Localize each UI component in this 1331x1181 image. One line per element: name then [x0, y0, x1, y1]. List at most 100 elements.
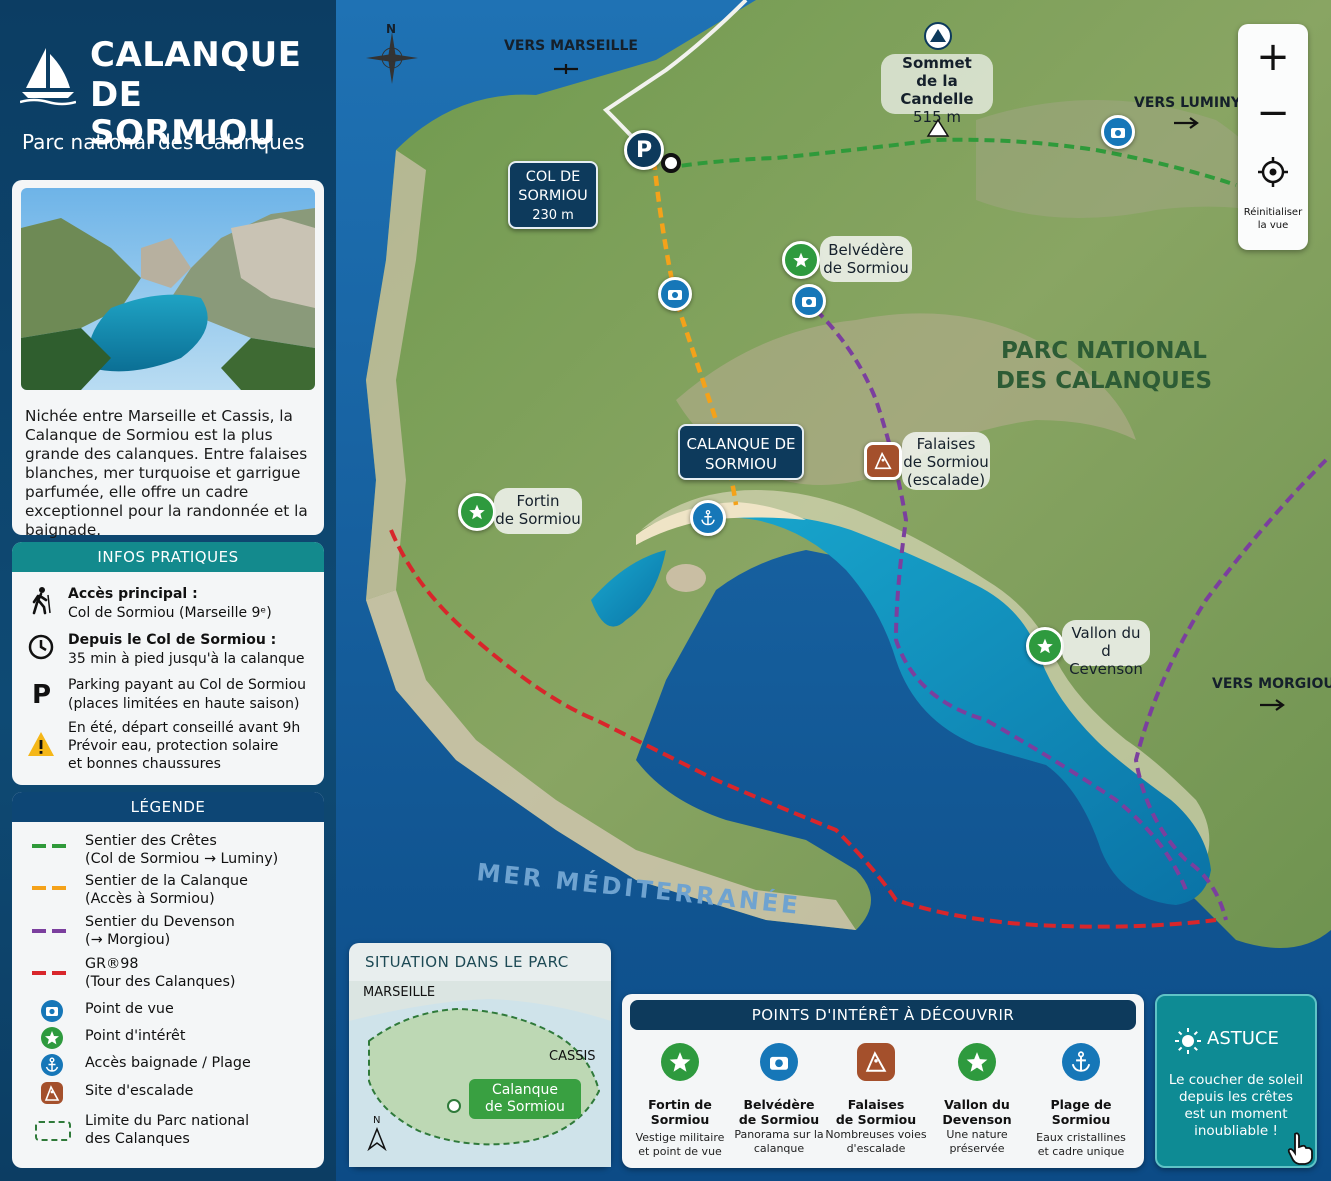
- col-name-2: SORMIOU: [518, 188, 588, 204]
- map-controls: + − Réinitialiser la vue: [1238, 24, 1308, 250]
- col-altitude: 230 m: [532, 208, 574, 223]
- green-dash-icon: [32, 844, 70, 848]
- poi-card-plage[interactable]: Plage de Sormiou Eaux cristallines et ca…: [1027, 1043, 1135, 1159]
- sun-icon: [1175, 1028, 1201, 1054]
- info-warning-line1: En été, départ conseillé avant 9h: [68, 720, 301, 736]
- info-warning-line2: Prévoir eau, protection solaire: [68, 738, 279, 754]
- park-boundary-icon: [35, 1121, 71, 1141]
- camera-icon: [802, 297, 816, 307]
- tip-line-4: inoubliable !: [1194, 1123, 1278, 1139]
- star-icon: [661, 1043, 699, 1081]
- falaises-line3: (escalade): [906, 471, 986, 489]
- legend-item-cretes: Sentier des Crêtes (Col de Sormiou → Lum…: [26, 832, 316, 868]
- legend-card: [12, 792, 324, 1168]
- viewpoint-marker-1[interactable]: [658, 277, 692, 311]
- col-name-1: COL DE: [525, 169, 581, 185]
- fortin-line1: Fortin: [516, 492, 560, 510]
- poi-card-belvedere[interactable]: Belvédère de Sormiou Panorama sur la cal…: [725, 1043, 833, 1156]
- info-row-access: Accès principal : Col de Sormiou (Marsei…: [26, 585, 316, 625]
- info-access-value: Col de Sormiou (Marseille 9ᵉ): [68, 605, 272, 621]
- poi-panel: POINTS D'INTÉRÊT À DÉCOUVRIR: [622, 994, 1144, 1168]
- inset-cassis: CASSIS: [549, 1049, 596, 1064]
- viewpoint-marker-belvedere[interactable]: [792, 284, 826, 318]
- map-canvas[interactable]: MER MÉDITERRANÉE PARC NATIONAL DES CALAN…: [336, 0, 1331, 1181]
- legend-label: Sentier du Devenson: [85, 914, 235, 930]
- inset-north-label: N: [373, 1115, 381, 1126]
- start-point-marker[interactable]: [661, 153, 681, 173]
- poi-marker-vallon[interactable]: [1026, 627, 1064, 665]
- intro-text: Nichée entre Marseille et Cassis, la Cal…: [25, 407, 308, 539]
- belvedere-label: Belvédère de Sormiou: [820, 236, 912, 282]
- legend-label: GR®98: [85, 956, 139, 972]
- belvedere-line2: de Sormiou: [823, 259, 909, 277]
- direction-marseille: VERS MARSEILLE: [504, 38, 638, 54]
- legend-item-devenson: Sentier du Devenson (→ Morgiou): [26, 913, 316, 949]
- poi-name: Falaises: [847, 1097, 905, 1112]
- reset-view-button[interactable]: Réinitialiser la vue: [1238, 206, 1308, 232]
- legend-label: Point d'intérêt: [85, 1028, 186, 1044]
- beach-marker[interactable]: [690, 500, 726, 536]
- inset-here-1: Calanque: [491, 1082, 559, 1098]
- park-label-line1: PARC NATIONAL: [1001, 338, 1207, 364]
- climbing-icon: [857, 1043, 895, 1081]
- zoom-in-button[interactable]: +: [1256, 34, 1290, 80]
- calanque-photo: [21, 188, 315, 390]
- tip-panel: ASTUCE Le coucher de soleil depuis les c…: [1155, 994, 1317, 1168]
- camera-icon: [668, 290, 682, 300]
- falaises-label: Falaises de Sormiou (escalade): [902, 432, 990, 490]
- camera-icon: [760, 1043, 798, 1081]
- star-icon: [958, 1043, 996, 1081]
- clock-icon: [28, 634, 54, 660]
- legend-sublabel: (Col de Sormiou → Luminy): [85, 851, 279, 867]
- parking-icon: P: [32, 680, 52, 710]
- poi-marker-belvedere[interactable]: [782, 241, 820, 279]
- infos-heading: INFOS PRATIQUES: [12, 542, 324, 572]
- poi-card-falaises[interactable]: Falaises de Sormiou Nombreuses voies d'e…: [822, 1043, 930, 1156]
- poi-name: Belvédère: [743, 1097, 815, 1112]
- poi-desc-1: Nombreuses voies: [825, 1128, 927, 1141]
- belvedere-line1: Belvédère: [828, 241, 904, 259]
- triangle-marker-icon: [926, 118, 950, 137]
- tip-heading: ASTUCE: [1207, 1028, 1279, 1049]
- legend-sublabel: (Accès à Sormiou): [85, 891, 215, 907]
- fortin-label: Fortin de Sormiou: [494, 488, 582, 534]
- poi-marker-fortin[interactable]: [458, 493, 496, 531]
- info-row-duration: Depuis le Col de Sormiou : 35 min à pied…: [26, 631, 316, 671]
- parking-marker[interactable]: P: [624, 130, 664, 170]
- climbing-marker[interactable]: [864, 442, 902, 480]
- anchor-icon: [701, 509, 715, 526]
- col-sormiou-box[interactable]: COL DE SORMIOU 230 m: [508, 161, 598, 229]
- summit-label: Sommet de la Candelle 515 m: [881, 54, 993, 126]
- inset-here-2: de Sormiou: [485, 1099, 565, 1115]
- crosshair-icon[interactable]: [1257, 156, 1289, 188]
- tip-line-2: depuis les crêtes: [1178, 1089, 1294, 1105]
- poi-desc-1: Une nature: [946, 1128, 1008, 1141]
- poi-desc-2: préservée: [949, 1142, 1005, 1155]
- poi-card-vallon[interactable]: Vallon du Devenson Une nature préservée: [923, 1043, 1031, 1156]
- star-icon: [793, 252, 809, 268]
- anchor-icon: [1062, 1043, 1100, 1081]
- north-arrow-icon: [367, 1127, 387, 1151]
- legend-item-climbing: Site d'escalade: [26, 1082, 316, 1104]
- info-row-warning: En été, départ conseillé avant 9h Prévoi…: [26, 719, 316, 777]
- info-warning-line3: et bonnes chaussures: [68, 756, 221, 772]
- legend-item-poi: Point d'intérêt: [26, 1027, 316, 1049]
- inset-marseille: MARSEILLE: [363, 985, 436, 1000]
- fortin-line2: de Sormiou: [495, 510, 581, 528]
- poi-card-fortin[interactable]: Fortin de Sormiou Vestige militaire et p…: [626, 1043, 734, 1159]
- sailboat-logo-icon: [20, 48, 76, 106]
- legend-sublabel: des Calanques: [85, 1131, 190, 1147]
- legend-label: Point de vue: [85, 1001, 174, 1017]
- calanque-label-box[interactable]: CALANQUE DE SORMIOU: [678, 424, 804, 480]
- purple-dash-icon: [32, 929, 70, 933]
- reset-label-1: Réinitialiser: [1243, 207, 1303, 218]
- park-inset-map: [349, 981, 611, 1167]
- direction-morgiou: VERS MORGIOU: [1212, 676, 1331, 692]
- info-access-title: Accès principal :: [68, 586, 198, 602]
- legend-item-beach: Accès baignade / Plage: [26, 1054, 316, 1076]
- zoom-out-button[interactable]: −: [1256, 90, 1290, 136]
- viewpoint-marker-cretes[interactable]: [1101, 115, 1135, 149]
- poi-name-2: de Sormiou: [835, 1112, 917, 1127]
- sidebar: CALANQUE DE SORMIOU Parc national des Ca…: [0, 0, 336, 1181]
- falaises-line2: de Sormiou: [903, 453, 989, 471]
